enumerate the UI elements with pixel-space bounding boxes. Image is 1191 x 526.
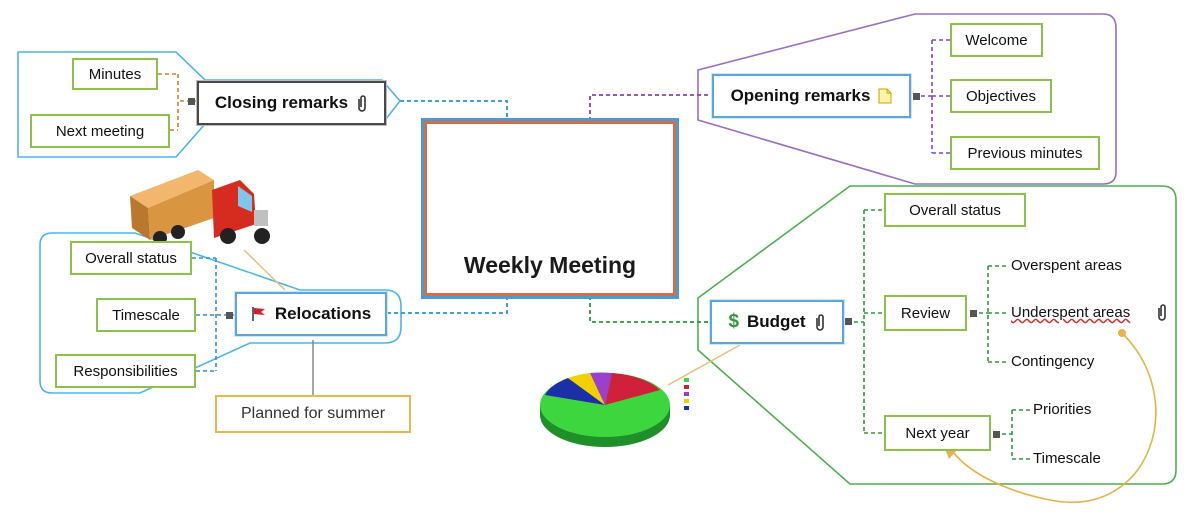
paperclip-icon[interactable] [356,94,368,112]
item-timescale[interactable]: Timescale [1033,450,1101,467]
paperclip-icon[interactable] [814,313,826,331]
branch-budget [589,296,710,323]
relocations-collapse-handle[interactable] [226,312,233,319]
branch-relocations [387,296,508,314]
topic-label: Relocations [274,304,372,323]
subtopic-next-year[interactable]: Next year [884,415,991,451]
connector-relocations-subtopics [192,257,235,372]
budget-boundary [697,185,1177,485]
opening-collapse-handle[interactable] [913,93,920,100]
subtopic-label: Next year [905,424,970,442]
subtopic-label: Previous minutes [967,144,1083,162]
subtopic-responsibilities[interactable]: Responsibilities [55,354,196,388]
flag-icon[interactable] [251,306,267,322]
callout-text: Planned for summer [240,405,386,422]
item-underspent-areas[interactable]: Underspent areas [1011,304,1131,321]
topic-opening-remarks[interactable]: Opening remarks [712,74,911,118]
topic-closing-remarks[interactable]: Closing remarks [197,81,386,125]
subtopic-label: Next meeting [55,122,145,140]
branch-opening-remarks [589,94,712,121]
subtopic-label: Minutes [88,65,142,83]
central-topic-title: Weekly Meeting [463,252,637,278]
subtopic-label: Timescale [112,306,180,324]
central-topic[interactable]: Weekly Meeting [424,121,676,296]
dollar-icon[interactable]: $ [728,311,740,332]
subtopic-label: Objectives [965,87,1037,105]
subtopic-label: Welcome [965,31,1028,49]
review-collapse-handle[interactable] [970,310,977,317]
note-icon[interactable] [878,88,892,104]
paperclip-icon[interactable] [1156,303,1168,321]
topic-relocations[interactable]: Relocations [235,292,387,336]
relationship-arrow[interactable] [949,332,1157,503]
truck-illustration [130,170,270,245]
branch-closing-remarks [400,100,508,121]
pie-chart-connector [667,344,741,386]
item-priorities[interactable]: Priorities [1033,401,1092,418]
subtopic-minutes[interactable]: Minutes [72,58,158,90]
relocations-boundary [39,232,402,394]
item-overspent-areas[interactable]: Overspent areas [1011,257,1122,274]
subtopic-label: Overall status [85,249,177,267]
opening-remarks-boundary [697,13,1117,185]
topic-budget[interactable]: $ Budget [710,300,844,344]
subtopic-objectives[interactable]: Objectives [950,79,1052,113]
topic-label: Budget [747,312,806,331]
subtopic-budget-overall-status[interactable]: Overall status [884,193,1026,227]
next-year-collapse-handle[interactable] [993,431,1000,438]
closing-remarks-boundary [17,51,402,158]
subtopic-timescale[interactable]: Timescale [96,298,196,332]
callout-planned-for-summer[interactable]: Planned for summer [215,395,411,433]
item-contingency[interactable]: Contingency [1011,353,1095,370]
truck-connector [243,249,286,291]
budget-collapse-handle[interactable] [845,318,852,325]
subtopic-label: Responsibilities [73,362,178,380]
connector-budget-subtopics [854,209,884,434]
subtopic-next-meeting[interactable]: Next meeting [30,114,170,148]
connector-review-subtopics [979,265,1008,363]
connector-opening-subtopics [921,39,950,154]
topic-label: Opening remarks [730,86,871,105]
closing-collapse-handle[interactable] [188,98,195,105]
relationship-start-dot [1118,329,1126,337]
subtopic-review[interactable]: Review [884,295,967,331]
subtopic-welcome[interactable]: Welcome [950,23,1043,57]
pie-chart-illustration [540,372,689,447]
subtopic-overall-status[interactable]: Overall status [70,241,192,275]
connector-next-year-subtopics [1002,409,1030,460]
topic-label: Closing remarks [214,93,349,112]
subtopic-label: Review [900,304,951,322]
subtopic-previous-minutes[interactable]: Previous minutes [950,136,1100,170]
subtopic-label: Overall status [909,201,1001,219]
